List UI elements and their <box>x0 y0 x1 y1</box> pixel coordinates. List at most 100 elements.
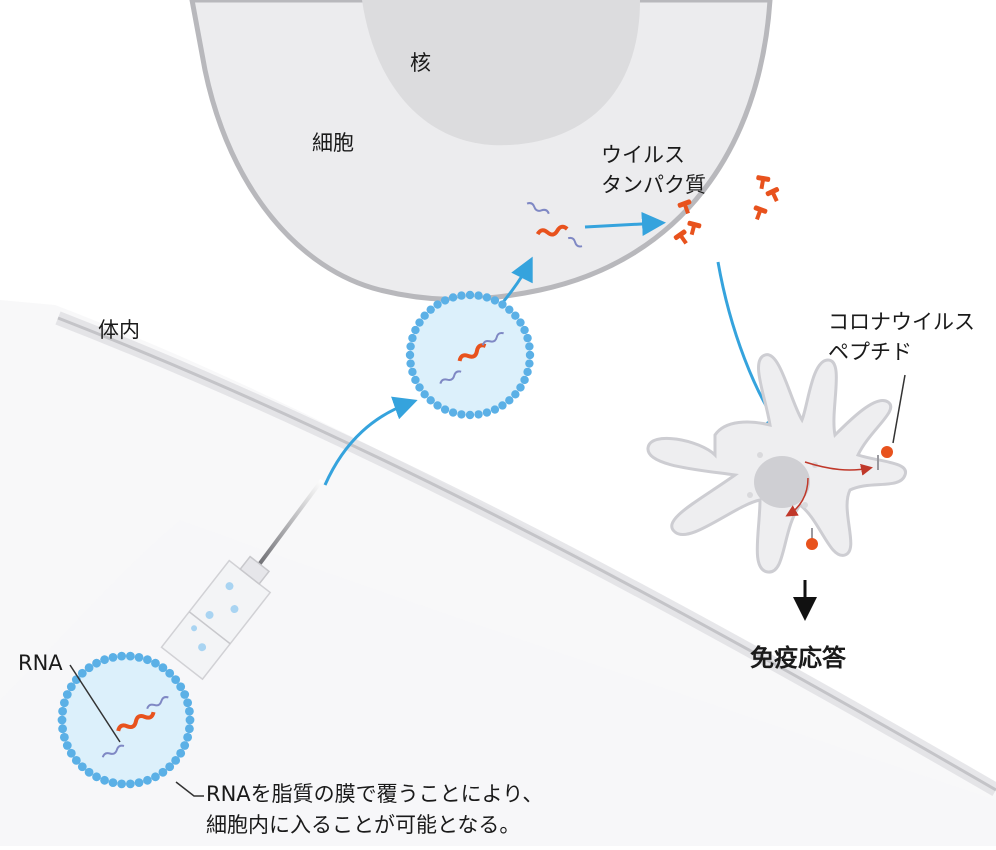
lipid-bead <box>525 350 535 360</box>
lipid-bead <box>406 359 415 368</box>
lipid-bead <box>523 333 532 343</box>
lipid-bead <box>92 772 101 782</box>
lipid-bead <box>134 778 144 788</box>
lipid-bead <box>516 318 525 327</box>
lipid-bead <box>143 655 152 665</box>
label-corona-peptide-2: ペプチド <box>828 340 912 364</box>
lipid-bead <box>180 741 190 750</box>
lipid-bead <box>405 350 415 360</box>
lipid-bead <box>108 652 118 662</box>
lipid-bead <box>490 405 500 414</box>
lipid-bead <box>457 291 466 300</box>
lipid-bead <box>185 724 194 734</box>
lipid-bead <box>185 706 194 716</box>
viral-proteins <box>673 175 780 245</box>
syringe-icon <box>160 478 324 681</box>
lipid-bead <box>171 755 181 765</box>
lipid-bead <box>411 325 420 335</box>
lipid-bead <box>84 663 94 673</box>
lipid-bead <box>525 359 534 368</box>
lipid-bead <box>465 290 475 300</box>
lipid-bead <box>151 772 160 782</box>
lipid-bead <box>180 690 190 699</box>
lipid-bead <box>77 668 87 678</box>
lipid-bead <box>100 655 109 665</box>
lipid-bead <box>406 342 415 351</box>
lipid-bead <box>498 401 507 410</box>
lipid-bead <box>66 682 76 692</box>
peptide-presented-bottom <box>806 538 818 550</box>
lipid-bead <box>420 390 429 399</box>
lipid-bead <box>176 682 186 692</box>
lipid-leader <box>175 781 204 797</box>
lipid-bead <box>125 651 135 661</box>
lipid-bead <box>523 367 532 377</box>
lipid-bead <box>448 293 458 302</box>
lipid-bead <box>474 410 483 419</box>
lipid-bead <box>84 767 94 777</box>
lipid-bead <box>408 333 417 343</box>
lipid-bead <box>482 293 492 302</box>
lipid-bead <box>516 383 525 392</box>
lipid-bead <box>511 311 520 320</box>
label-viral-protein-1: ウイルス <box>601 143 685 167</box>
lipid-bead <box>411 375 420 385</box>
dc-arrow-down <box>785 477 809 517</box>
lipid-bead <box>165 762 175 772</box>
nucleus <box>362 0 640 146</box>
lipid-bead <box>490 296 500 305</box>
lipid-bead <box>125 779 135 789</box>
lipid-bead <box>58 724 67 734</box>
lipid-bead <box>420 311 429 320</box>
lipid-bead <box>457 410 466 419</box>
lipid-bead <box>474 291 483 300</box>
lipid-bead <box>59 698 69 708</box>
dendritic-cell-icon <box>646 353 907 574</box>
lipid-bead <box>408 367 417 377</box>
lipid-bead <box>505 396 514 405</box>
protein-icon <box>677 199 692 215</box>
lipid-bead <box>117 779 127 789</box>
lipid-bead <box>59 732 69 742</box>
lipid-bead <box>158 767 168 777</box>
label-viral-protein-2: タンパク質 <box>601 173 706 197</box>
lipid-bead <box>520 325 529 335</box>
rna-in-cytoplasm <box>526 202 583 248</box>
lipid-bead <box>100 775 109 785</box>
lnp-entering-cell <box>405 290 535 420</box>
lipid-bead <box>171 675 181 685</box>
lipid-bead <box>520 375 529 385</box>
lipid-bead <box>426 396 435 405</box>
lipid-bead <box>465 410 475 420</box>
lipid-bead <box>151 658 160 668</box>
lipid-bead <box>511 390 520 399</box>
lipid-bead <box>108 778 118 788</box>
lipid-bead <box>498 300 507 309</box>
lipid-bead <box>117 651 127 661</box>
lipid-bead <box>433 401 442 410</box>
protein-icon <box>687 220 702 236</box>
protein-icon <box>756 175 771 190</box>
rna-leader <box>69 664 121 743</box>
lipid-bead <box>158 663 168 673</box>
blue-arrows <box>323 211 787 486</box>
protein-icon <box>765 187 780 203</box>
label-lipid-caption-2: 細胞内に入ることが可能となる。 <box>206 813 521 837</box>
lipid-bead <box>57 715 67 725</box>
lipid-bead <box>134 652 144 662</box>
lipid-bead <box>505 305 514 314</box>
lipid-bead <box>440 405 450 414</box>
arrow-rna-to-protein <box>584 211 666 236</box>
lipid-bead <box>433 300 442 309</box>
lipid-bead <box>415 318 424 327</box>
label-lipid-caption-1: RNAを脂質の膜で覆うことにより、 <box>206 782 544 806</box>
lipid-bead <box>66 748 76 758</box>
lipid-bead <box>58 706 67 716</box>
lipid-bead <box>77 762 87 772</box>
label-immune-response: 免疫応答 <box>750 644 846 672</box>
lipid-bead <box>482 408 492 417</box>
lipid-bead <box>525 342 534 351</box>
dc-nucleus <box>754 456 810 508</box>
